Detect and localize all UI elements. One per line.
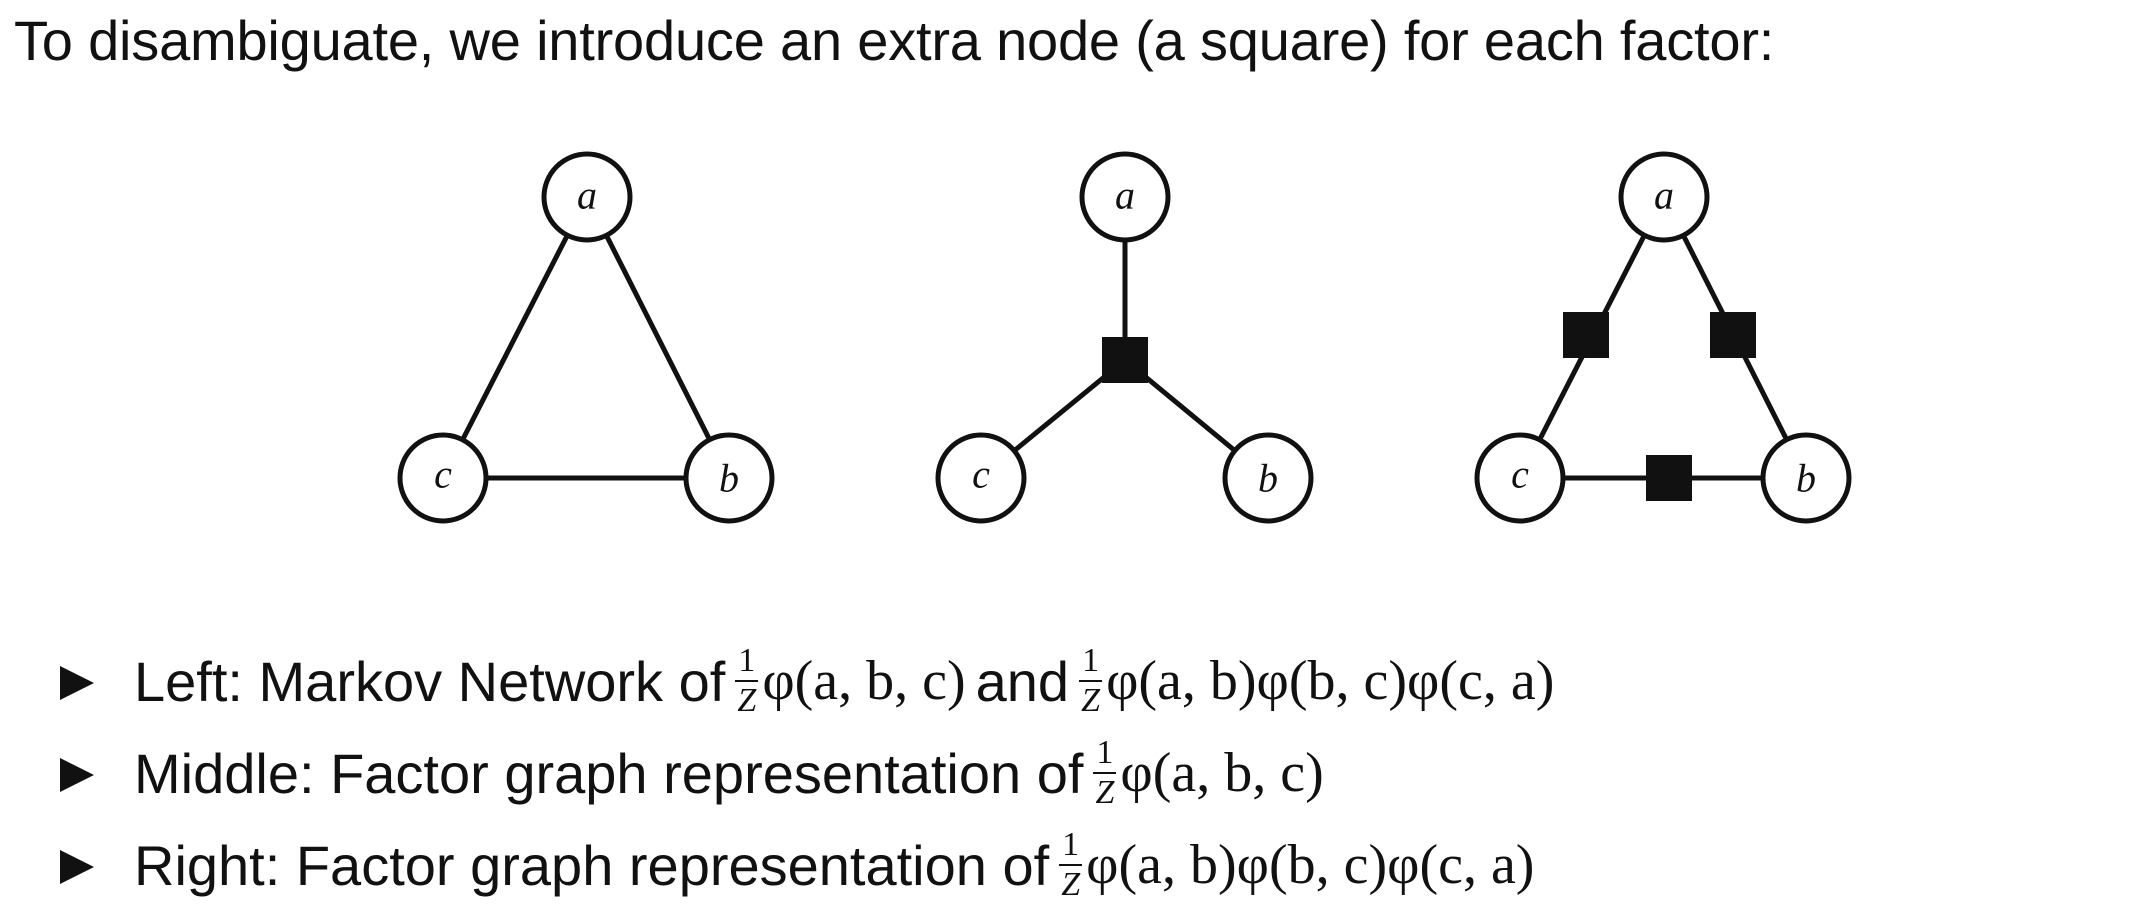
factor-square-ab (1710, 312, 1756, 358)
node-right-b (1760, 432, 1852, 524)
factor-square-abc (1102, 337, 1148, 383)
node-left-c (397, 432, 489, 524)
node-left-a (541, 151, 633, 243)
bullet-text: Right: Factor graph representation of (134, 833, 1050, 897)
edge-left-a-c (440, 195, 590, 480)
bullet-triangle-icon (60, 850, 94, 884)
node-left-b (683, 432, 775, 524)
node-mid-c (935, 432, 1027, 524)
edge-left-a-b (584, 195, 732, 480)
node-label: c (1511, 452, 1529, 497)
node-mid-a (1079, 151, 1171, 243)
factor-square-bc (1646, 455, 1692, 501)
math-expr: 1 Z φ(a, b, c) (1093, 736, 1324, 810)
fraction: 1 Z (1079, 644, 1103, 718)
factor-square-ca (1563, 312, 1609, 358)
fraction: 1 Z (1059, 828, 1083, 902)
intro-text: To disambiguate, we introduce an extra n… (14, 9, 1775, 72)
bullet-triangle-icon (60, 758, 94, 792)
node-label: c (434, 452, 452, 497)
node-label: a (577, 173, 597, 218)
node-label: b (1258, 456, 1278, 501)
bullet-middle: Middle: Factor graph representation of 1… (60, 727, 1564, 819)
math-expr: 1 Z φ(a, b, c) (735, 644, 966, 718)
node-label: b (1796, 456, 1816, 501)
bullet-list: Left: Markov Network of 1 Z φ(a, b, c) a… (60, 635, 1564, 911)
node-label: b (719, 456, 739, 501)
graph-diagrams: a b c a b c a b c (397, 151, 1852, 524)
node-label: a (1115, 173, 1135, 218)
fraction: 1 Z (1093, 736, 1117, 810)
node-right-a (1618, 151, 1710, 243)
math-expr: 1 Z φ(a, b)φ(b, c)φ(c, a) (1059, 828, 1534, 902)
bullet-text: Middle: Factor graph representation of (134, 741, 1084, 805)
bullet-text: Left: Markov Network of (134, 649, 726, 713)
math-expr: 1 Z φ(a, b)φ(b, c)φ(c, a) (1079, 644, 1554, 718)
node-right-c (1474, 432, 1566, 524)
bullet-right: Right: Factor graph representation of 1 … (60, 819, 1564, 911)
bullet-triangle-icon (60, 666, 94, 700)
node-mid-b (1222, 432, 1314, 524)
node-label: a (1654, 173, 1674, 218)
bullet-conj: and (975, 649, 1070, 713)
fraction: 1 Z (735, 644, 759, 718)
node-label: c (972, 452, 990, 497)
bullet-left: Left: Markov Network of 1 Z φ(a, b, c) a… (60, 635, 1564, 727)
